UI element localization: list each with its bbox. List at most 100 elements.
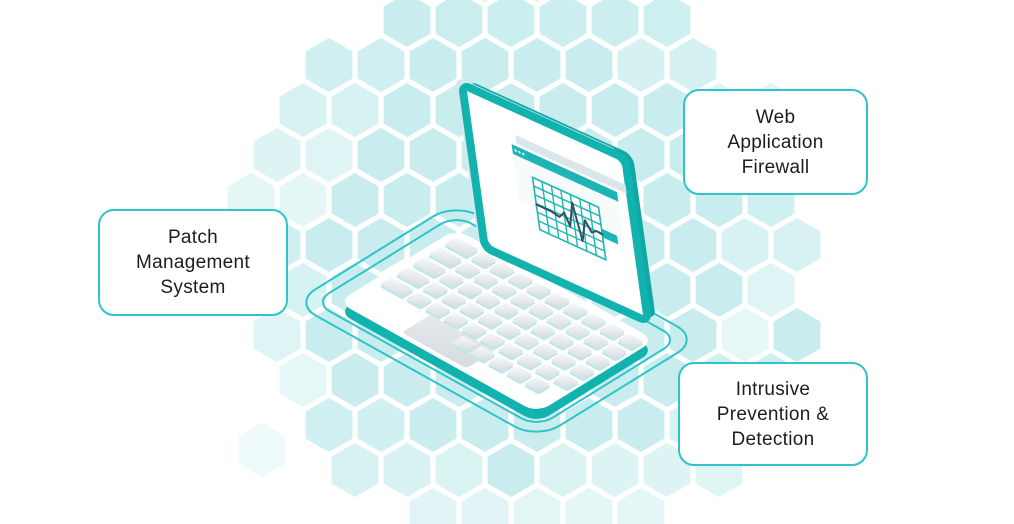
hexagon: [773, 308, 821, 362]
card-line: Web: [755, 106, 796, 128]
keyboard-key: [506, 366, 532, 382]
card-line: Intrusive: [735, 378, 811, 400]
hexagon: [331, 353, 379, 407]
keyboard-key: [498, 343, 524, 358]
hexagon: [383, 0, 431, 47]
keyboard-key: [530, 323, 556, 338]
hexagon: [383, 173, 431, 227]
hexagon: [357, 128, 405, 182]
hexagon: [513, 488, 561, 524]
hexagon: [721, 308, 769, 362]
keyboard-key: [492, 282, 517, 298]
keyboard-key: [396, 267, 430, 287]
keyboard-key: [471, 252, 497, 267]
keyboard-key: [478, 312, 503, 328]
keyboard-key: [496, 323, 522, 338]
card-line: Prevention &: [716, 403, 830, 425]
keyboard-key: [413, 257, 446, 277]
keyboard-key: [508, 272, 533, 288]
hexagon: [435, 443, 483, 497]
data-grid: [533, 177, 606, 259]
hexagon: [721, 218, 769, 272]
card-line: System: [160, 277, 226, 298]
hexagon: [617, 398, 665, 452]
hexagon: [435, 0, 483, 47]
card-line: Application: [727, 131, 824, 153]
hexagon: [305, 218, 353, 272]
keyboard-key: [533, 343, 558, 359]
keyboard-key: [563, 303, 588, 318]
hexagon: [565, 488, 613, 524]
hexagon: [695, 263, 743, 317]
hexagon: [331, 443, 379, 497]
hexagon: [279, 263, 327, 317]
hexagon: [591, 443, 639, 497]
hexagon: [238, 423, 286, 477]
keyboard-key: [457, 282, 483, 297]
card-patch-management-system: Patch Management System: [98, 209, 288, 316]
keyboard-key: [516, 353, 542, 368]
hexagon: [357, 398, 405, 452]
hexagon: [409, 38, 457, 92]
keyboard-key: [565, 323, 591, 339]
hexagon: [331, 173, 379, 227]
keyboard-key: [553, 373, 579, 389]
hexagon: [669, 38, 717, 92]
keyboard-key: [549, 333, 574, 349]
hexagon: [747, 263, 795, 317]
hexagon: [643, 0, 691, 47]
hexagon: [305, 38, 353, 92]
hexagon: [481, 0, 489, 2]
keyboard-key: [445, 237, 478, 257]
keyboard-key: [451, 336, 477, 351]
hexagon: [773, 218, 821, 272]
laptop-screen: [456, 79, 655, 322]
hexagon: [591, 0, 639, 47]
hexagon: [617, 488, 665, 524]
keyboard-key: [473, 272, 499, 287]
keyboard-key: [475, 292, 501, 308]
hexagon: [305, 308, 353, 362]
keyboard-key: [494, 302, 519, 318]
hexagon: [279, 353, 327, 407]
keyboard-key: [526, 282, 552, 298]
keyboard-key: [488, 356, 514, 372]
keyboard-key: [443, 312, 469, 328]
keyboard-key: [406, 292, 432, 307]
keyboard-key: [599, 323, 625, 339]
hexagon: [253, 308, 301, 362]
keyboard-key: [585, 354, 611, 369]
window-dots-icon: [514, 149, 525, 156]
laptop-keyboard: [380, 237, 643, 395]
hexagon: [643, 83, 691, 137]
hexagon: [305, 128, 353, 182]
background-window-bar: [515, 135, 627, 194]
card-intrusive-prevention-detection: Intrusive Prevention & Detection: [678, 362, 868, 466]
hexagon: [409, 128, 457, 182]
hexagon: [357, 218, 405, 272]
keyboard-key: [439, 272, 464, 287]
hexagon: [331, 83, 379, 137]
hexagon: [279, 173, 327, 227]
keyboard-key: [583, 333, 609, 349]
keyboard-key: [429, 247, 462, 267]
hexagon: [591, 83, 639, 137]
keyboard-key: [459, 302, 485, 318]
hexagon: [383, 353, 431, 407]
keyboard-key: [514, 333, 540, 348]
hexagon: [539, 443, 587, 497]
laptop-base: [345, 233, 648, 419]
keyboard-key: [544, 293, 570, 308]
card-line: Management: [136, 252, 250, 273]
keyboard-key: [528, 303, 554, 318]
keyboard-key: [423, 282, 448, 297]
hexagon: [487, 443, 535, 497]
hexagon: [409, 398, 457, 452]
hexagon: [461, 488, 509, 524]
hexagon: [461, 398, 509, 452]
keyboard-key: [380, 277, 414, 297]
keyboard-key: [547, 313, 572, 328]
hexagon: [513, 38, 561, 92]
keyboard-key: [581, 313, 607, 329]
keyboard-key: [512, 313, 538, 328]
